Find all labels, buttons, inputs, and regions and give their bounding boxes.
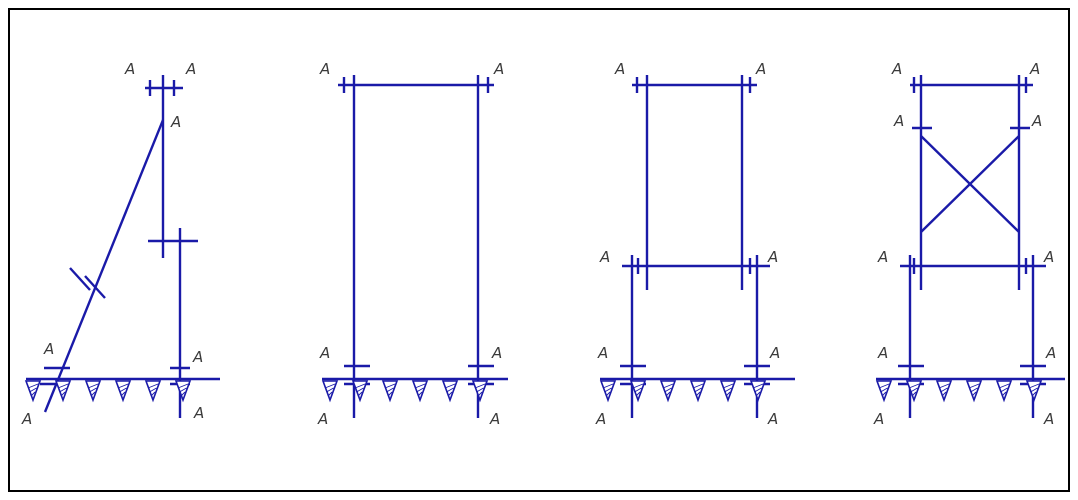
ground-support-mark xyxy=(719,380,737,403)
cross-brace-2 xyxy=(920,135,1020,233)
node-label: A xyxy=(491,344,502,362)
node-label: A xyxy=(185,60,196,78)
ground-support-mark xyxy=(749,380,767,403)
ground-support-mark xyxy=(174,380,192,403)
ground-support-mark xyxy=(965,380,983,403)
ground-support-mark xyxy=(905,380,923,403)
node-label: A xyxy=(755,60,766,78)
ground-support-mark xyxy=(659,380,677,403)
ground-support-mark xyxy=(144,380,162,403)
ground-support-mark xyxy=(321,380,339,403)
node-label: A xyxy=(192,348,203,366)
node-label: A xyxy=(319,60,330,78)
node-labels: A A A A A A xyxy=(317,60,504,428)
ground-supports xyxy=(321,380,489,403)
diagram-border xyxy=(8,8,1070,492)
node-label: A xyxy=(595,410,606,428)
panel-single-portal-frame: A A A A A A xyxy=(317,60,508,428)
ground-supports xyxy=(24,380,192,403)
node-label: A xyxy=(1043,248,1054,266)
node-label: A xyxy=(891,60,902,78)
node-label: A xyxy=(893,112,904,130)
ground-support-mark xyxy=(689,380,707,403)
ground-support-mark xyxy=(599,380,617,403)
ground-support-mark xyxy=(411,380,429,403)
ground-support-mark xyxy=(995,380,1013,403)
node-labels: A A A A A A A A A A xyxy=(873,60,1056,428)
panel-leaning-strut-with-post: A A A A A A A xyxy=(21,60,220,428)
ground-support-mark xyxy=(351,380,369,403)
node-label: A xyxy=(769,344,780,362)
strut-tick-2 xyxy=(84,275,106,299)
node-label: A xyxy=(43,340,54,358)
panel-two-tier-frame-with-cross-bracing: A A A A A A A A A A xyxy=(873,60,1065,428)
node-label: A xyxy=(1031,112,1042,130)
node-label: A xyxy=(597,344,608,362)
node-label: A xyxy=(877,248,888,266)
ground-support-mark xyxy=(24,380,42,403)
inclined-strut xyxy=(43,119,165,413)
node-label: A xyxy=(124,60,135,78)
node-label: A xyxy=(193,404,204,422)
node-label: A xyxy=(767,410,778,428)
node-label: A xyxy=(599,248,610,266)
node-label: A xyxy=(489,410,500,428)
node-label: A xyxy=(767,248,778,266)
ground-support-mark xyxy=(381,380,399,403)
node-label: A xyxy=(21,410,32,428)
node-label: A xyxy=(877,344,888,362)
node-label: A xyxy=(873,410,884,428)
ground-support-mark xyxy=(935,380,953,403)
node-labels: A A A A A A A xyxy=(21,60,204,428)
ground-supports xyxy=(599,380,767,403)
ground-support-mark xyxy=(54,380,72,403)
node-label: A xyxy=(1045,344,1056,362)
node-label: A xyxy=(319,344,330,362)
ground-supports xyxy=(875,380,1043,403)
node-label: A xyxy=(170,113,181,131)
node-label: A xyxy=(614,60,625,78)
ground-support-mark xyxy=(1025,380,1043,403)
node-label: A xyxy=(1043,410,1054,428)
ground-support-mark xyxy=(875,380,893,403)
node-label: A xyxy=(1029,60,1040,78)
ground-support-mark xyxy=(629,380,647,403)
node-labels: A A A A A A A A xyxy=(595,60,780,428)
ground-support-mark xyxy=(441,380,459,403)
node-label: A xyxy=(493,60,504,78)
panel-two-tier-frame: A A A A A A A A xyxy=(595,60,795,428)
strut-tick-1 xyxy=(69,267,91,291)
ground-support-mark xyxy=(114,380,132,403)
node-label: A xyxy=(317,410,328,428)
ground-support-mark xyxy=(84,380,102,403)
ground-support-mark xyxy=(471,380,489,403)
